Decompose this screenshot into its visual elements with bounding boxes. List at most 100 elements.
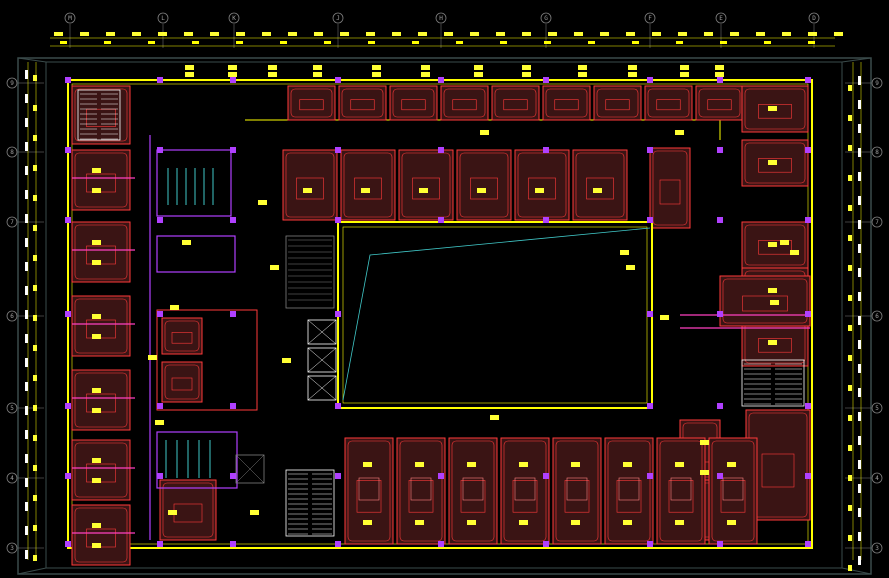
room-hatch <box>566 477 588 501</box>
room-inner-outline <box>392 88 435 118</box>
room-tag <box>680 65 689 70</box>
dim-mark-right <box>848 385 852 391</box>
column <box>438 147 444 153</box>
dim-mark-right <box>848 355 852 361</box>
room-bed <box>412 177 440 200</box>
grid-bubble-side <box>871 216 883 228</box>
room-inner-outline <box>290 88 333 118</box>
room-west <box>71 504 131 566</box>
room-inner-outline <box>74 507 128 563</box>
dim-mark-left <box>33 195 37 201</box>
room-bed <box>401 99 426 111</box>
room-tag <box>372 65 381 70</box>
grid-label-top: E <box>719 15 723 22</box>
dim-mark-left <box>33 555 37 561</box>
column <box>647 473 653 479</box>
room-hatch <box>514 477 536 501</box>
dim-mark-top <box>280 41 287 44</box>
room-inner-outline <box>443 88 486 118</box>
room-bed <box>354 177 382 200</box>
dim-tick-left <box>25 118 28 127</box>
dim-mark-right <box>848 205 852 211</box>
dim-mark-top <box>808 41 815 44</box>
room-west <box>71 369 131 431</box>
column <box>65 541 71 547</box>
column <box>230 147 236 153</box>
room-south <box>708 437 758 545</box>
column <box>157 217 163 223</box>
column <box>647 403 653 409</box>
dim-tick-top <box>808 32 817 36</box>
column <box>335 77 341 83</box>
elevator-car <box>307 375 337 401</box>
dim-tick-right <box>858 196 861 205</box>
dim-tick-left <box>25 262 28 271</box>
room-hatch <box>358 477 380 501</box>
room-tag <box>361 188 370 193</box>
room-bed <box>452 99 477 111</box>
room-north <box>389 85 438 121</box>
grid-label-top: D <box>812 15 816 22</box>
column <box>65 473 71 479</box>
column <box>157 147 163 153</box>
room-bed <box>758 158 792 173</box>
dim-mark-right <box>848 175 852 181</box>
room-north <box>440 85 489 121</box>
grid-bubble-side <box>6 402 18 414</box>
core-suite-room <box>161 317 203 355</box>
room-tag <box>92 314 101 319</box>
grid-bubble-side <box>6 310 18 322</box>
room-south <box>448 437 498 545</box>
dim-tick-right <box>858 388 861 397</box>
dim-mark-top <box>588 41 595 44</box>
room-bed <box>707 99 732 111</box>
grid-bubble-side <box>871 542 883 554</box>
grid-label-side: 6 <box>875 313 879 320</box>
room-bed <box>512 480 538 513</box>
grid-bubble-side <box>871 402 883 414</box>
dim-tick-top <box>158 32 167 36</box>
grid-label-side: 9 <box>10 80 14 87</box>
column <box>805 403 811 409</box>
room-tag <box>268 65 277 70</box>
room-north <box>593 85 642 121</box>
dim-tick-right <box>858 532 861 541</box>
elevator-icon <box>307 319 337 401</box>
dim-tick-top <box>184 32 193 36</box>
grid-label-top: K <box>232 15 236 22</box>
room-tags <box>92 65 799 548</box>
room-tag <box>182 240 191 245</box>
room-north <box>542 85 591 121</box>
room-tag <box>700 470 709 475</box>
room-bed <box>758 104 792 119</box>
room-south <box>604 437 654 545</box>
room-tag <box>623 520 632 525</box>
grid-bubble-top <box>228 12 240 24</box>
grid-bubble-top <box>540 12 552 24</box>
room-inner-outline <box>399 440 443 542</box>
dim-mark-right <box>848 475 852 481</box>
room-west <box>71 221 131 283</box>
room-inner-outline <box>285 152 335 218</box>
room-east <box>741 139 809 187</box>
grid-label-top: G <box>544 15 548 22</box>
room-inner-outline <box>698 88 741 118</box>
room-inner-outline <box>575 152 625 218</box>
grid-bubble-top <box>644 12 656 24</box>
room-tag <box>628 65 637 70</box>
room-inner-outline <box>744 142 806 184</box>
room-tag <box>363 462 372 467</box>
room-tag <box>303 188 312 193</box>
room-south <box>344 437 394 545</box>
column <box>335 217 341 223</box>
stair-icon <box>77 89 805 537</box>
room-north <box>491 85 540 121</box>
room-tag <box>92 458 101 463</box>
room-tag <box>92 334 101 339</box>
room-tag <box>522 72 531 77</box>
room-inner-outline <box>451 440 495 542</box>
room-tag <box>148 355 157 360</box>
